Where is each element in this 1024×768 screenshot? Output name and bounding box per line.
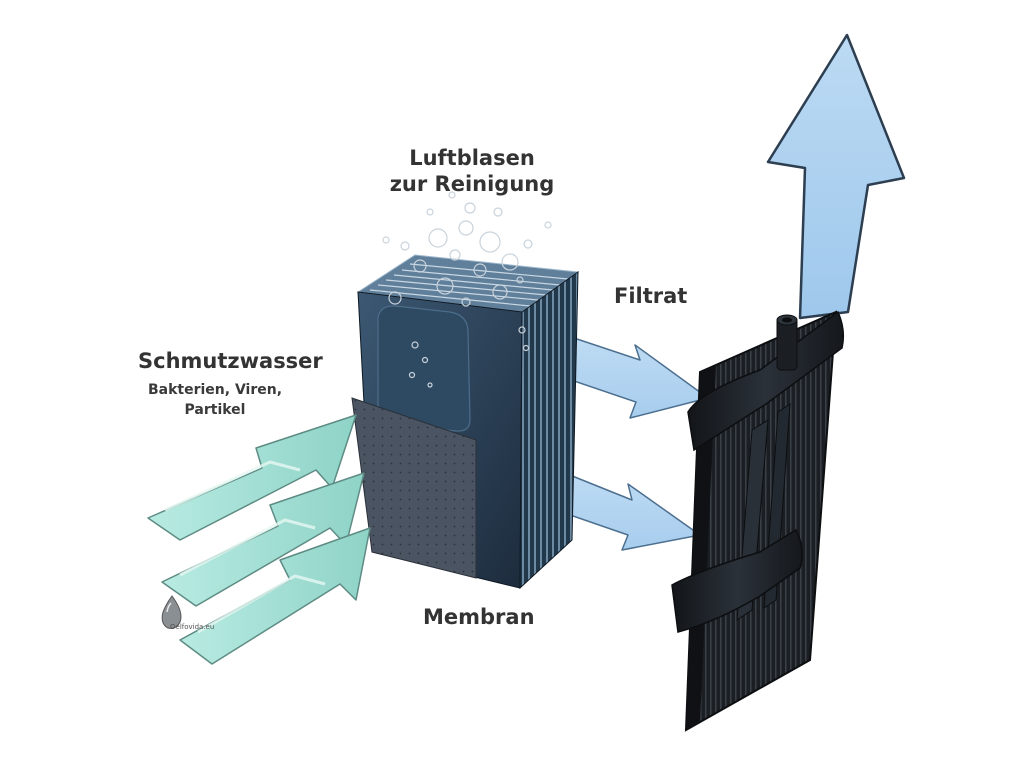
air-bubbles [382, 191, 552, 388]
air-bubbles-label: Luftblasen zur Reinigung [372, 145, 572, 197]
membrane-module [671, 310, 845, 732]
watermark-text: Oelfovida.eu [170, 623, 215, 631]
watermark-drop-icon [161, 595, 182, 629]
membrane-sheet [351, 397, 477, 579]
contaminants-label: Bakterien, Viren, Partikel [140, 380, 290, 420]
contaminants-label-line1: Bakterien, Viren, [147, 382, 283, 398]
membrane-label: Membran [423, 605, 535, 629]
inlet-arrow-2 [161, 472, 365, 607]
air-bubbles-label-line1: Luftblasen [409, 146, 535, 170]
filtrate-up-arrow [766, 33, 906, 320]
filtrate-label: Filtrat [614, 284, 688, 308]
inlet-arrow-3 [179, 527, 371, 665]
air-bubbles-label-line2: zur Reinigung [389, 172, 555, 196]
dirty-water-label: Schmutzwasser [138, 349, 323, 373]
inlet-arrow-1 [147, 414, 357, 541]
contaminants-label-line2: Partikel [184, 402, 246, 418]
